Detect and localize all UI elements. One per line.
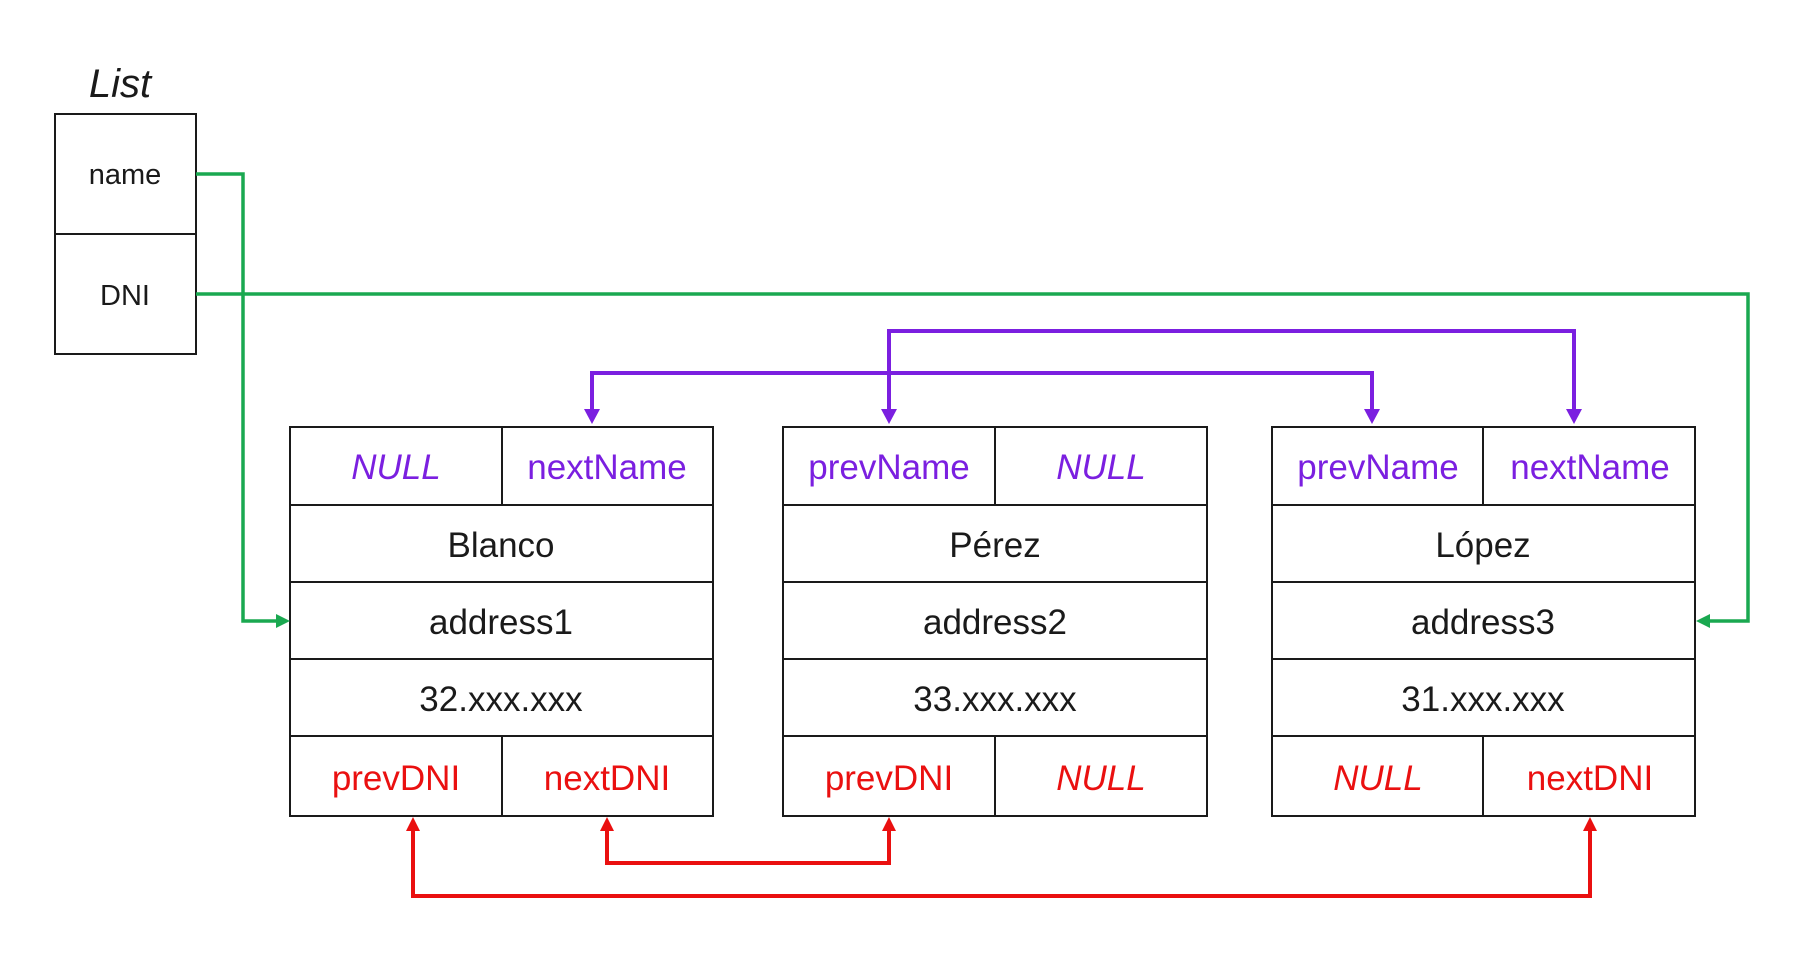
node1-next-dni: nextDNI (544, 759, 670, 798)
node-perez: prevName NULL Pérez address2 33.xxx.xxx … (782, 426, 1208, 817)
list-name-link (196, 172, 290, 628)
name-link-node2-to-node3 (881, 329, 1582, 424)
node2-next-dni: NULL (1056, 759, 1145, 798)
node1-prev-dni: prevDNI (332, 759, 460, 798)
node3-name: López (1435, 526, 1530, 565)
node-blanco: NULL nextName Blanco address1 32.xxx.xxx… (289, 426, 714, 817)
node2-prev-name: prevName (808, 448, 969, 487)
node3-prev-dni: NULL (1333, 759, 1422, 798)
node2-name: Pérez (949, 526, 1040, 565)
node1-next-name: nextName (527, 448, 687, 487)
node3-next-name: nextName (1510, 448, 1670, 487)
node2-dni: 33.xxx.xxx (913, 680, 1077, 719)
node3-address: address3 (1411, 603, 1555, 642)
node1-dni: 32.xxx.xxx (419, 680, 583, 719)
dni-link-node1-to-node2 (600, 817, 896, 865)
list-field-dni: DNI (100, 280, 150, 312)
node1-name: Blanco (447, 526, 554, 565)
list-title: List (89, 62, 153, 106)
node1-prev-name: NULL (351, 448, 440, 487)
node-lopez: prevName nextName López address3 31.xxx.… (1271, 426, 1696, 817)
name-link-node3-to-node1 (584, 371, 1380, 424)
node3-prev-name: prevName (1297, 448, 1458, 487)
node3-dni: 31.xxx.xxx (1401, 680, 1565, 719)
node2-address: address2 (923, 603, 1067, 642)
node2-prev-dni: prevDNI (825, 759, 953, 798)
dni-link-node3-to-node1 (406, 817, 1597, 898)
node1-address: address1 (429, 603, 573, 642)
node2-next-name: NULL (1056, 448, 1145, 487)
list-field-name: name (89, 159, 162, 191)
list-dni-link (196, 292, 1750, 628)
node3-next-dni: nextDNI (1527, 759, 1653, 798)
